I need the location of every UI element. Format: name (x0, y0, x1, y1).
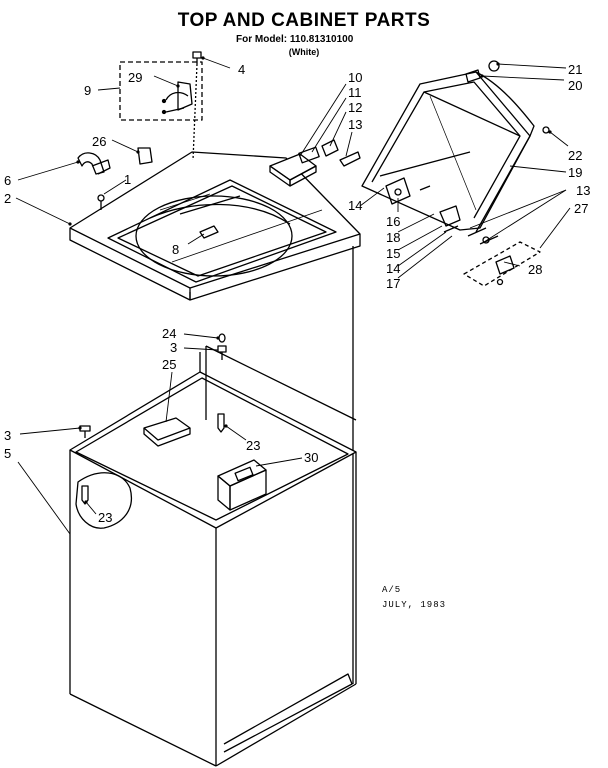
callout-2: 2 (4, 191, 11, 206)
callout-13-lower: 13 (576, 183, 590, 198)
callout-26: 26 (92, 134, 106, 149)
callout-14-lower: 14 (386, 261, 400, 276)
leader-arrowheads (68, 56, 552, 504)
callout-28: 28 (528, 262, 542, 277)
part-6-hinge (77, 152, 111, 175)
revision-code: A/5 (382, 585, 402, 595)
lid (361, 71, 535, 233)
part-28-bracket (463, 241, 541, 287)
callout-14-upper: 14 (348, 198, 362, 213)
diagram-title: TOP AND CABINET PARTS (177, 10, 431, 31)
callout-3-upper: 3 (170, 340, 177, 355)
callout-25: 25 (162, 357, 176, 372)
callout-4: 4 (238, 62, 245, 77)
callout-21: 21 (568, 62, 582, 77)
part-29-switch-box (119, 61, 203, 121)
part-8-bolt (199, 225, 219, 239)
part-25-bracket (143, 417, 191, 447)
cabinet (69, 246, 357, 767)
callout-23-right: 23 (246, 438, 260, 453)
callout-16: 16 (386, 214, 400, 229)
leader-lines (15, 57, 571, 535)
callout-13-upper: 13 (348, 117, 362, 132)
part-16-bracket (385, 177, 431, 205)
model-number: For Model: 110.81310100 (236, 34, 354, 45)
callout-20: 20 (568, 78, 582, 93)
callout-30: 30 (304, 450, 318, 465)
part-10-switch-housing (269, 139, 361, 187)
callout-22: 22 (568, 148, 582, 163)
top-panel (69, 151, 361, 301)
callout-10: 10 (348, 70, 362, 85)
callout-24: 24 (162, 326, 176, 341)
callout-labels: 4 29 9 26 6 1 2 8 10 11 12 13 14 21 20 2… (4, 62, 590, 525)
callout-8: 8 (172, 242, 179, 257)
part-24-washer (217, 333, 227, 360)
callout-5: 5 (4, 446, 11, 461)
part-26-clip (137, 147, 153, 165)
callout-9: 9 (84, 83, 91, 98)
callout-23-left: 23 (98, 510, 112, 525)
callout-1: 1 (124, 172, 131, 187)
part-27-pin (467, 227, 499, 245)
callout-12: 12 (348, 100, 362, 115)
callout-3-left: 3 (4, 428, 11, 443)
part-22-screw (542, 126, 550, 134)
callout-17: 17 (386, 276, 400, 291)
revision-date: JULY, 1983 (382, 600, 447, 610)
callout-19: 19 (568, 165, 582, 180)
callout-11: 11 (348, 85, 362, 100)
callout-15: 15 (386, 246, 400, 261)
part-1-screw (97, 194, 105, 210)
callout-6: 6 (4, 173, 11, 188)
color-variant: (White) (288, 47, 320, 57)
part-21-bumper (465, 60, 500, 83)
callout-27: 27 (574, 201, 588, 216)
part-30-switch (217, 459, 267, 511)
callout-29: 29 (128, 70, 142, 85)
part-4-screw (192, 51, 202, 161)
callout-18: 18 (386, 230, 400, 245)
part-15-spring (439, 205, 461, 233)
